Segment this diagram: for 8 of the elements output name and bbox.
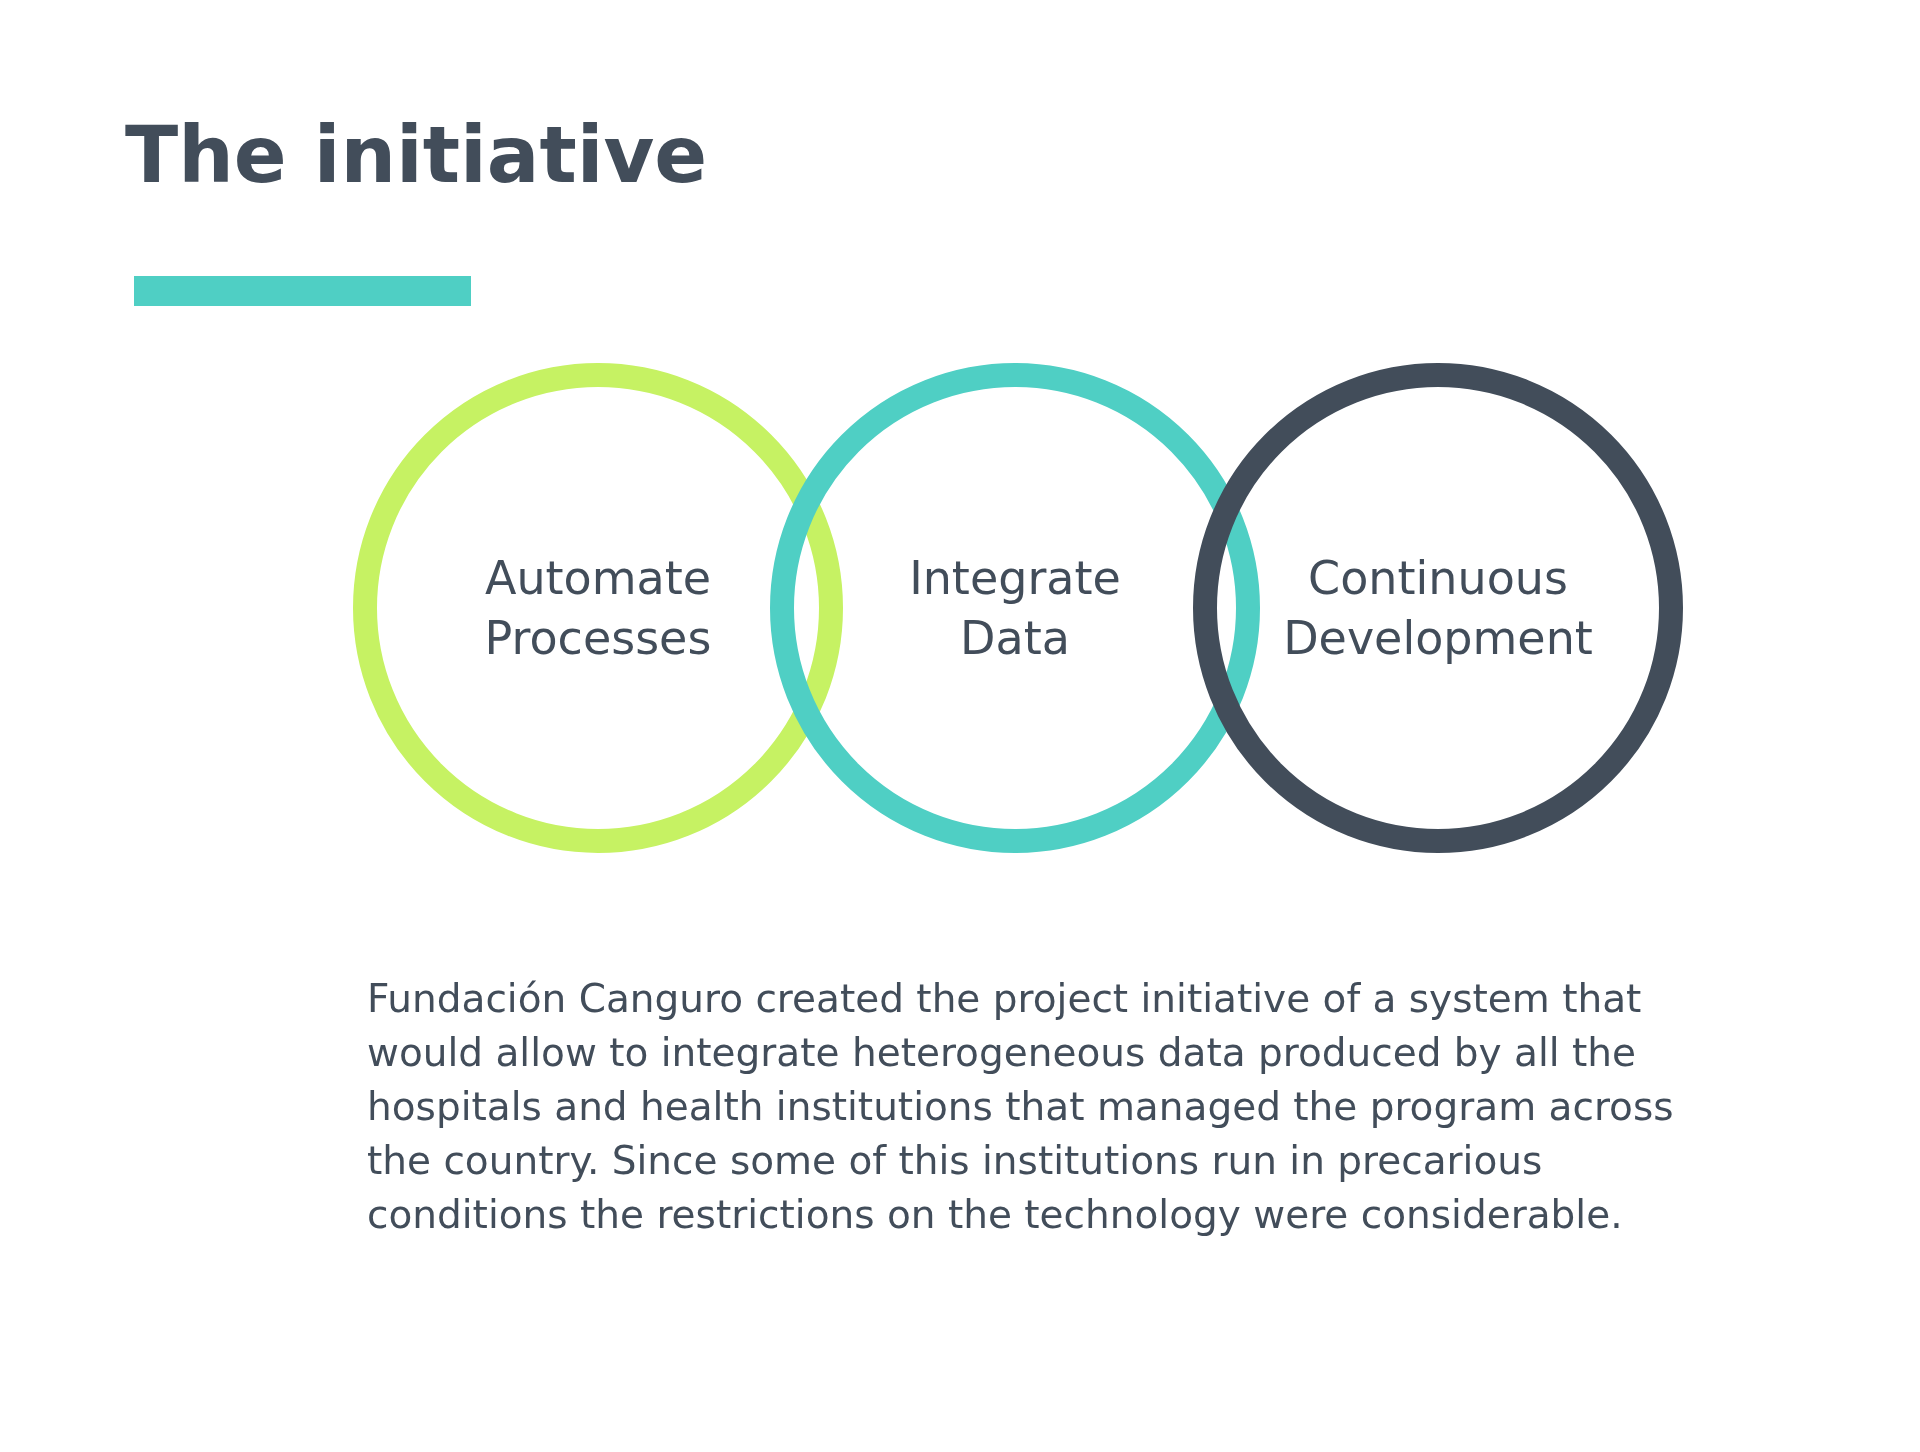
ring-node [770, 363, 1260, 853]
description-paragraph: Fundación Canguro created the project initiative of a system that would allow to integrate heterogeneous data produced by all the hospitals and health institutions that managed the program across the country. Since some of this institutions run in precarious conditions the restrictions on the technology were considerable. [367, 975, 1675, 1239]
circle-label: Automate Processes [483, 550, 713, 667]
ring-node [1193, 363, 1683, 853]
title: The initiative [125, 110, 708, 200]
ring-node [353, 363, 843, 853]
circle-label: Continuous Development [1283, 550, 1593, 667]
circle-label: Integrate Data [908, 550, 1122, 667]
